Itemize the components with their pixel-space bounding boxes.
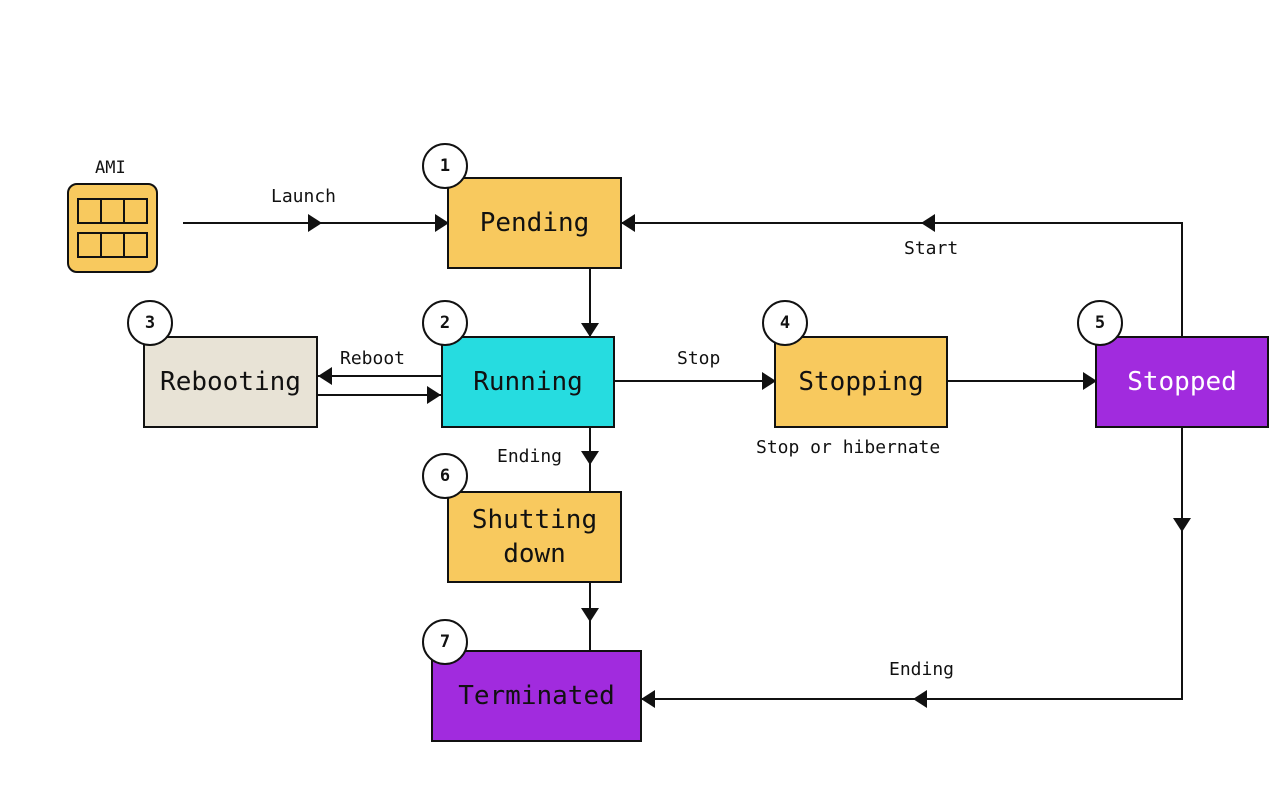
stopped-down-arrowhead [1173,518,1191,532]
ami-label: AMI [95,158,126,178]
transition-stop-label: Stop [677,348,721,369]
transition-ending-running-label: Ending [497,446,563,467]
launch-end-arrowhead [435,214,449,232]
badge-stopping-number: 4 [762,300,808,346]
reboot-arrowhead [318,367,332,385]
state-pending-label: Pending [479,208,590,238]
pending-running-arrowhead [581,323,599,337]
start-end-arrowhead [621,214,635,232]
ending-mid-arrowhead [581,451,599,465]
state-stopping-label: Stopping [798,367,924,397]
transition-stop-or-hibernate-label: Stop or hibernate [756,437,941,458]
stop-arrowhead [762,372,776,390]
stopping-stopped-arrowhead [1083,372,1097,390]
badge-stopped-number: 5 [1077,300,1123,346]
transition-start-label: Start [904,238,959,259]
state-shutting-down-label-line1: Shutting [471,505,598,535]
badge-running-number: 2 [422,300,468,346]
start-mid-arrowhead [921,214,935,232]
state-shutting-down: Shutting down [447,491,622,583]
badge-terminated-number: 7 [422,619,468,665]
stopped-ending-connector [641,427,1183,700]
transition-ending-stopped-label: Ending [889,659,955,680]
shutting-terminated-arrowhead [581,608,599,622]
start-connector [622,222,1183,337]
badge-pending-number: 1 [422,143,468,189]
terminated-arrowhead [641,690,655,708]
state-stopping: Stopping [774,336,948,428]
badge-rebooting-number: 3 [127,300,173,346]
state-rebooting-label: Rebooting [160,367,301,397]
state-terminated-label: Terminated [458,681,615,711]
launch-mid-arrowhead [308,214,322,232]
state-running: Running [441,336,615,428]
transition-reboot-label: Reboot [340,348,406,369]
state-shutting-down-label-line2: down [503,539,566,569]
state-stopped-label: Stopped [1127,367,1237,397]
state-terminated: Terminated [431,650,642,742]
ami-chip-icon [67,183,158,273]
reboot-return-arrowhead [427,386,441,404]
state-running-label: Running [473,367,583,397]
transition-launch-label: Launch [271,186,337,207]
state-stopped: Stopped [1095,336,1269,428]
stopped-ending-mid-arrowhead [913,690,927,708]
badge-shutting-down-number: 6 [422,453,468,499]
state-rebooting: Rebooting [143,336,318,428]
state-pending: Pending [447,177,622,269]
